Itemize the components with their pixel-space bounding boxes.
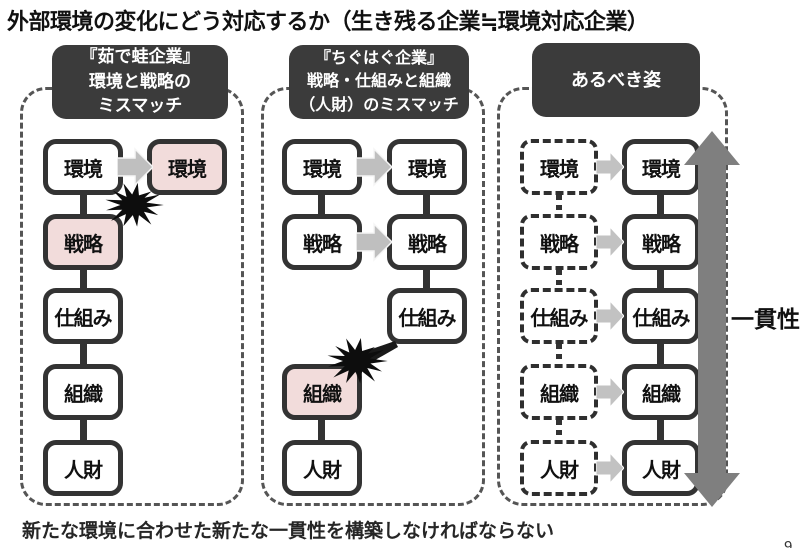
- col3-box-strategy: 戦略: [622, 214, 700, 270]
- explosion-icon: [327, 338, 388, 384]
- col3-dotted-environment: 環境: [520, 139, 598, 195]
- consistency-label: 一貫性: [731, 306, 800, 332]
- header-line: 戦略・仕組みと組織: [306, 73, 451, 91]
- header-boiled-frog: 『茹で蛙企業』 環境と戦略の ミスマッチ: [52, 45, 228, 119]
- header-line: （人財）のミスマッチ: [299, 96, 459, 114]
- connector: [657, 344, 664, 364]
- connector: [657, 270, 664, 288]
- flow-arrow-icon: [596, 225, 624, 259]
- connector: [423, 195, 430, 214]
- connector: [423, 270, 430, 288]
- connector: [657, 195, 664, 214]
- col1-box-environment-old: 環境: [43, 139, 123, 195]
- col3-dotted-strategy: 戦略: [520, 214, 598, 270]
- connector: [318, 195, 325, 214]
- flow-arrow-icon: [596, 375, 624, 409]
- col2-box-system: 仕組み: [387, 288, 467, 344]
- consistency-double-arrow-icon: [684, 131, 740, 507]
- col3-dotted-organization: 組織: [520, 364, 598, 420]
- flow-arrow-icon: [596, 299, 624, 333]
- col3-box-environment: 環境: [622, 139, 700, 195]
- flow-arrow-icon: [596, 150, 624, 184]
- explosion-icon: [105, 182, 164, 227]
- col3-box-system: 仕組み: [622, 288, 700, 344]
- header-line: ミスマッチ: [97, 96, 183, 116]
- connector: [318, 420, 325, 440]
- flow-arrow-icon: [596, 451, 624, 485]
- footer-message: 新たな環境に合わせた新たな一貫性を構築しなければならない: [22, 521, 555, 542]
- col3-dotted-people: 人財: [520, 440, 598, 496]
- col3-box-organization: 組織: [622, 364, 700, 420]
- explosion-connector-icon: [366, 341, 398, 363]
- col2-box-people: 人財: [282, 440, 362, 496]
- header-line: 『茹で蛙企業』: [80, 47, 200, 67]
- dashed-connector: [556, 420, 562, 440]
- col2-box-strategy-old: 戦略: [282, 214, 362, 270]
- flow-arrow-icon: [117, 147, 153, 187]
- connector: [80, 420, 87, 440]
- connector: [80, 270, 87, 288]
- col1-box-organization: 組織: [43, 364, 123, 420]
- col1-box-system: 仕組み: [43, 288, 123, 344]
- connector: [657, 420, 664, 440]
- dashed-connector: [556, 195, 562, 214]
- flow-arrow-icon: [356, 147, 392, 187]
- col1-box-environment-new: 環境: [147, 139, 227, 195]
- header-line: あるべき姿: [571, 69, 661, 90]
- header-line: 『ちぐはぐ企業』: [314, 50, 443, 68]
- page-number: 9: [784, 538, 793, 548]
- connector: [80, 195, 87, 214]
- col3-box-people: 人財: [622, 440, 700, 496]
- connector: [80, 344, 87, 364]
- flow-arrow-icon: [356, 222, 392, 262]
- slide-title: 外部環境の変化にどう対応するか（生き残る企業≒環境対応企業）: [7, 9, 649, 34]
- col2-box-environment-new: 環境: [387, 139, 467, 195]
- dashed-connector: [556, 344, 562, 364]
- col2-box-strategy-new: 戦略: [387, 214, 467, 270]
- col1-box-strategy: 戦略: [43, 214, 123, 270]
- col1-box-people: 人財: [43, 440, 123, 496]
- dashed-connector: [556, 270, 562, 288]
- header-ideal: あるべき姿: [532, 43, 700, 117]
- header-line: 環境と戦略の: [89, 71, 191, 91]
- col3-dotted-system: 仕組み: [520, 288, 598, 344]
- col2-box-environment-old: 環境: [282, 139, 362, 195]
- header-mismatched: 『ちぐはぐ企業』 戦略・仕組みと組織 （人財）のミスマッチ: [289, 45, 469, 119]
